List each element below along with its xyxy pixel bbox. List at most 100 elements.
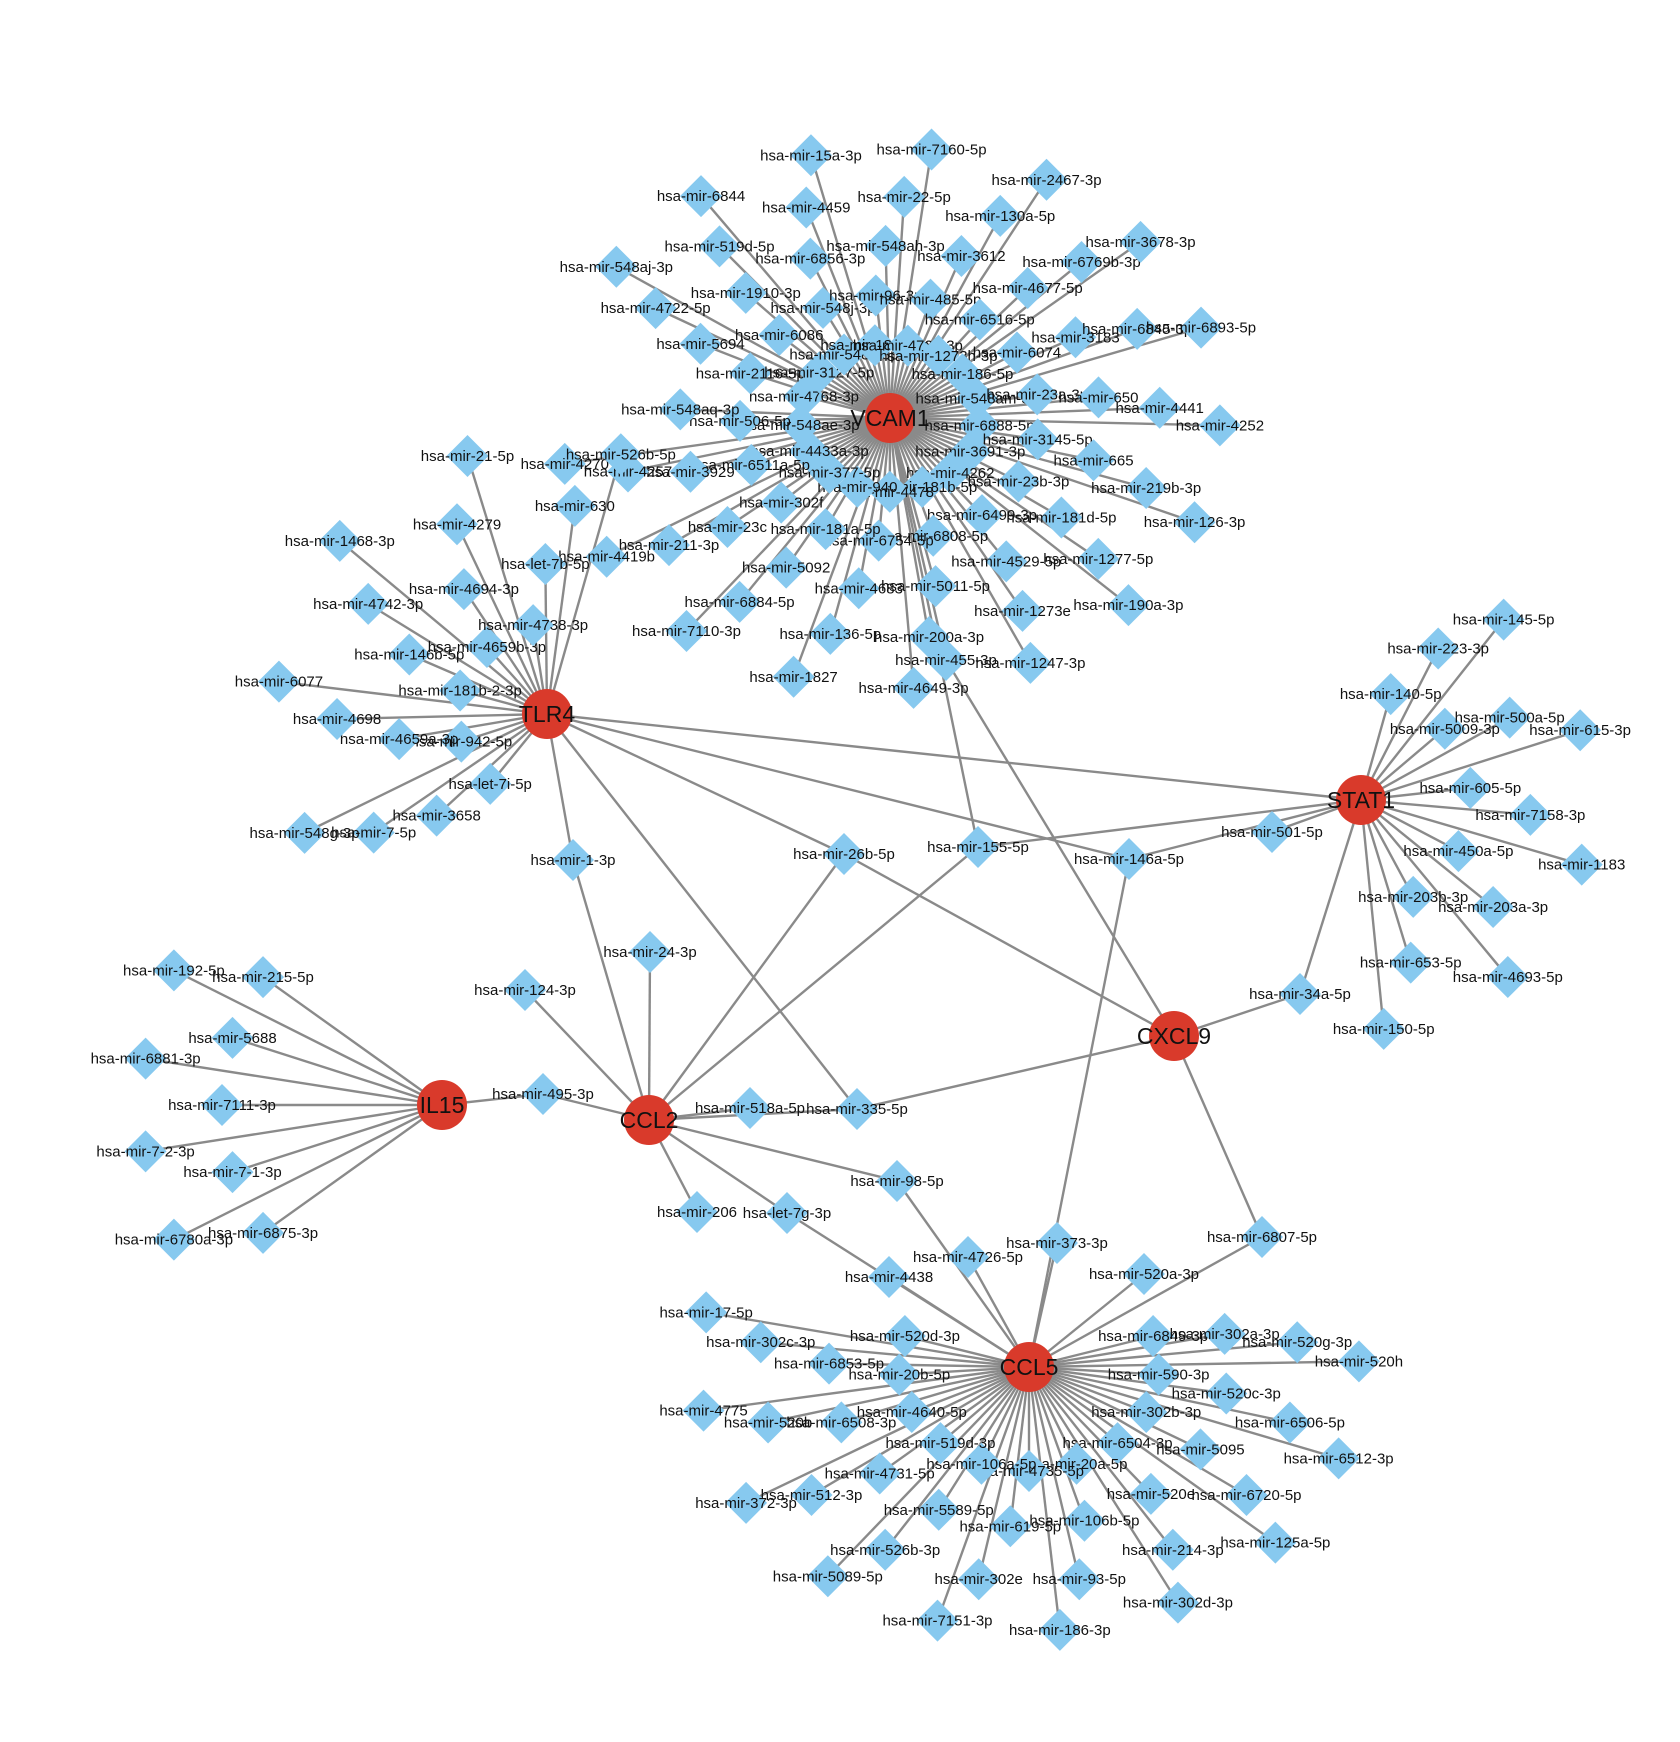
mirna-node[interactable]: hsa-mir-6074 (973, 331, 1061, 374)
mirna-node[interactable]: hsa-mir-21-5p (421, 434, 514, 477)
mirna-node[interactable]: hsa-mir-5089-5p (773, 1555, 883, 1598)
mirna-node[interactable]: hsa-mir-3145-5p (983, 418, 1093, 461)
mirna-node[interactable]: hsa-mir-450a-5p (1403, 830, 1513, 873)
mirna-node[interactable]: hsa-mir-501-5p (1221, 811, 1323, 853)
mirna-node[interactable]: hsa-mir-6844 (657, 175, 745, 218)
mirna-node[interactable]: hsa-mir-4683 (815, 567, 903, 610)
mirna-node[interactable]: hsa-mir-455-3p (895, 639, 997, 681)
mirna-node[interactable]: hsa-let-7i-5p (449, 762, 532, 805)
mirna-node[interactable]: hsa-mir-520a-3p (1089, 1253, 1199, 1295)
mirna-node[interactable]: hsa-mir-215-5p (212, 956, 314, 999)
mirna-node[interactable]: hsa-mir-302d-3p (1123, 1581, 1233, 1624)
mirna-node[interactable]: hsa-mir-4726-5p (913, 1236, 1023, 1278)
mirna-node[interactable]: hsa-mir-5694 (656, 322, 745, 365)
mirna-node[interactable]: hsa-mir-22-5p (857, 175, 951, 218)
mirna-node[interactable]: hsa-mir-372-3p (695, 1481, 797, 1524)
mirna-node[interactable]: hsa-mir-7-1-3p (183, 1151, 282, 1194)
mirna-node[interactable]: hsa-mir-130a-5p (945, 194, 1055, 237)
mirna-node[interactable]: hsa-mir-6849-3p (1098, 1315, 1208, 1358)
mirna-node[interactable]: hsa-mir-4694-3p (409, 568, 519, 611)
mirna-node[interactable]: hsa-mir-6512-3p (1284, 1437, 1394, 1480)
mirna-node[interactable]: hsa-mir-7160-5p (877, 128, 987, 171)
mirna-node[interactable]: hsa-mir-526b-3p (830, 1528, 940, 1571)
mirna-node[interactable]: hsa-mir-520c-3p (1172, 1372, 1281, 1415)
mirna-node[interactable]: hsa-mir-4677-5p (973, 266, 1083, 309)
mirna-node[interactable]: hsa-mir-1468-3p (285, 519, 395, 562)
mirna-node[interactable]: hsa-mir-23a-3p (986, 373, 1088, 416)
mirna-node[interactable]: hsa-mir-140-5p (1340, 673, 1442, 716)
mirna-node[interactable]: hsa-mir-181a-5p (771, 508, 881, 551)
mirna-node[interactable]: hsa-mir-630 (535, 484, 615, 527)
mirna-node[interactable]: hsa-mir-181d-5p (1006, 496, 1116, 539)
mirna-node[interactable]: hsa-mir-548am-3p (916, 377, 1039, 420)
mirna-node[interactable]: hsa-mir-4252 (1176, 404, 1264, 447)
mirna-node[interactable]: hsa-mir-5095 (1156, 1428, 1245, 1471)
mirna-node[interactable]: hsa-mir-4738-3p (478, 604, 588, 647)
mirna-node[interactable]: hsa-mir-5092 (742, 546, 830, 589)
mirna-node[interactable]: hsa-mir-7151-3p (882, 1599, 993, 1642)
gene-hub-il15[interactable]: IL15 (417, 1080, 467, 1130)
mirna-node[interactable]: hsa-mir-6780a-3p (115, 1218, 233, 1261)
mirna-node[interactable]: hsa-mir-2116-5p (696, 352, 805, 395)
mirna-node[interactable]: hsa-mir-548g-3p (250, 811, 360, 854)
mirna-node[interactable]: hsa-mir-1247-3p (975, 641, 1085, 684)
mirna-node[interactable]: hsa-mir-2467-3p (991, 158, 1102, 201)
mirna-node[interactable]: hsa-mir-1277-5p (1043, 537, 1153, 580)
mirna-node[interactable]: hsa-mir-6853-5p (774, 1342, 884, 1385)
mirna-node[interactable]: hsa-mir-4441 (1116, 386, 1204, 429)
mirna-node[interactable]: hsa-mir-7-2-3p (96, 1130, 195, 1173)
mirna-node[interactable]: hsa-mir-1910-3p (691, 271, 801, 314)
mirna-node[interactable]: hsa-mir-6516-5p (925, 298, 1035, 341)
mirna-node[interactable]: hsa-mir-6720-5p (1191, 1474, 1302, 1517)
mirna-node[interactable]: hsa-mir-34a-5p (1249, 973, 1351, 1015)
mirna-node[interactable]: hsa-mir-518a-5p (695, 1087, 805, 1129)
gene-hub-stat1[interactable]: STAT1 (1327, 775, 1395, 825)
mirna-node[interactable]: hsa-mir-548aj-3p (560, 245, 673, 288)
mirna-node[interactable]: hsa-mir-615-3p (1529, 709, 1631, 752)
mirna-node[interactable]: hsa-mir-4659b-3p (428, 625, 546, 668)
mirna-node[interactable]: hsa-mir-519d-5p (664, 225, 775, 268)
mirna-node[interactable]: hsa-mir-526b-5p (566, 433, 676, 476)
mirna-node[interactable]: hsa-mir-15a-3p (760, 134, 862, 177)
mirna-node[interactable]: hsa-mir-302f (739, 481, 824, 524)
mirna-node[interactable]: hsa-mir-665 (1054, 439, 1134, 482)
mirna-node[interactable]: hsa-mir-4698 (293, 698, 381, 741)
mirna-node[interactable]: hsa-mir-4438 (845, 1256, 933, 1298)
mirna-node[interactable]: hsa-mir-590-3p (1108, 1353, 1210, 1396)
mirna-node[interactable]: hsa-mir-1827 (749, 655, 838, 698)
mirna-node[interactable]: hsa-mir-6845-3p (1082, 307, 1192, 350)
mirna-node[interactable]: hsa-mir-206 (657, 1191, 737, 1233)
mirna-node[interactable]: hsa-mir-23c (688, 506, 768, 549)
mirna-node[interactable]: hsa-mir-302a-3p (1170, 1312, 1280, 1355)
mirna-node[interactable]: hsa-mir-3678-3p (1086, 220, 1196, 263)
mirna-node[interactable]: hsa-mir-302c-3p (706, 1321, 815, 1364)
mirna-node[interactable]: hsa-mir-6506-5p (1235, 1401, 1345, 1444)
mirna-node[interactable]: hsa-mir-214-3p (1122, 1528, 1224, 1571)
mirna-node[interactable]: hsa-let-7b-5p (501, 543, 590, 586)
mirna-node[interactable]: hsa-mir-6881-3p (91, 1037, 201, 1080)
mirna-node[interactable]: hsa-mir-223-3p (1387, 627, 1489, 670)
mirna-node[interactable]: hsa-mir-136-5p (779, 612, 881, 655)
mirna-node[interactable]: hsa-mir-3929 (646, 450, 735, 493)
mirna-node[interactable]: hsa-mir-512-3p (761, 1474, 863, 1517)
mirna-node[interactable]: hsa-mir-155-5p (927, 826, 1029, 868)
mirna-node[interactable]: hsa-mir-5688 (188, 1016, 277, 1059)
mirna-node[interactable]: hsa-mir-4775 (659, 1389, 748, 1432)
mirna-node[interactable]: hsa-mir-6511a-5p (693, 443, 810, 486)
mirna-node[interactable]: hsa-mir-146b-5p (354, 633, 464, 676)
mirna-node[interactable]: hsa-mir-3183 (1031, 316, 1120, 359)
mirna-node[interactable]: hsa-mir-302b-3p (1091, 1390, 1201, 1433)
mirna-node[interactable]: hsa-mir-4735-5p (974, 1450, 1084, 1492)
mirna-node[interactable]: hsa-mir-6893-5p (1146, 306, 1256, 349)
gene-hub-ccl2[interactable]: CCL2 (620, 1095, 679, 1145)
mirna-node[interactable]: hsa-mir-520b (724, 1401, 812, 1444)
mirna-node[interactable]: hsa-mir-6499-3p (927, 494, 1037, 537)
mirna-node[interactable]: hsa-mir-4419b (558, 535, 655, 578)
mirna-node[interactable]: hsa-mir-548aq-3p (621, 388, 739, 431)
mirna-node[interactable]: hsa-mir-145-5p (1453, 598, 1555, 641)
mirna-node[interactable]: hsa-mir-106b-5p (1029, 1499, 1139, 1542)
mirna-node[interactable]: hsa-mir-146a-5p (1074, 838, 1184, 880)
mirna-node[interactable]: hsa-mir-3658 (392, 794, 481, 837)
mirna-node[interactable]: hsa-mir-3612 (917, 235, 1006, 278)
mirna-node[interactable]: hsa-mir-192-5p (123, 949, 225, 992)
